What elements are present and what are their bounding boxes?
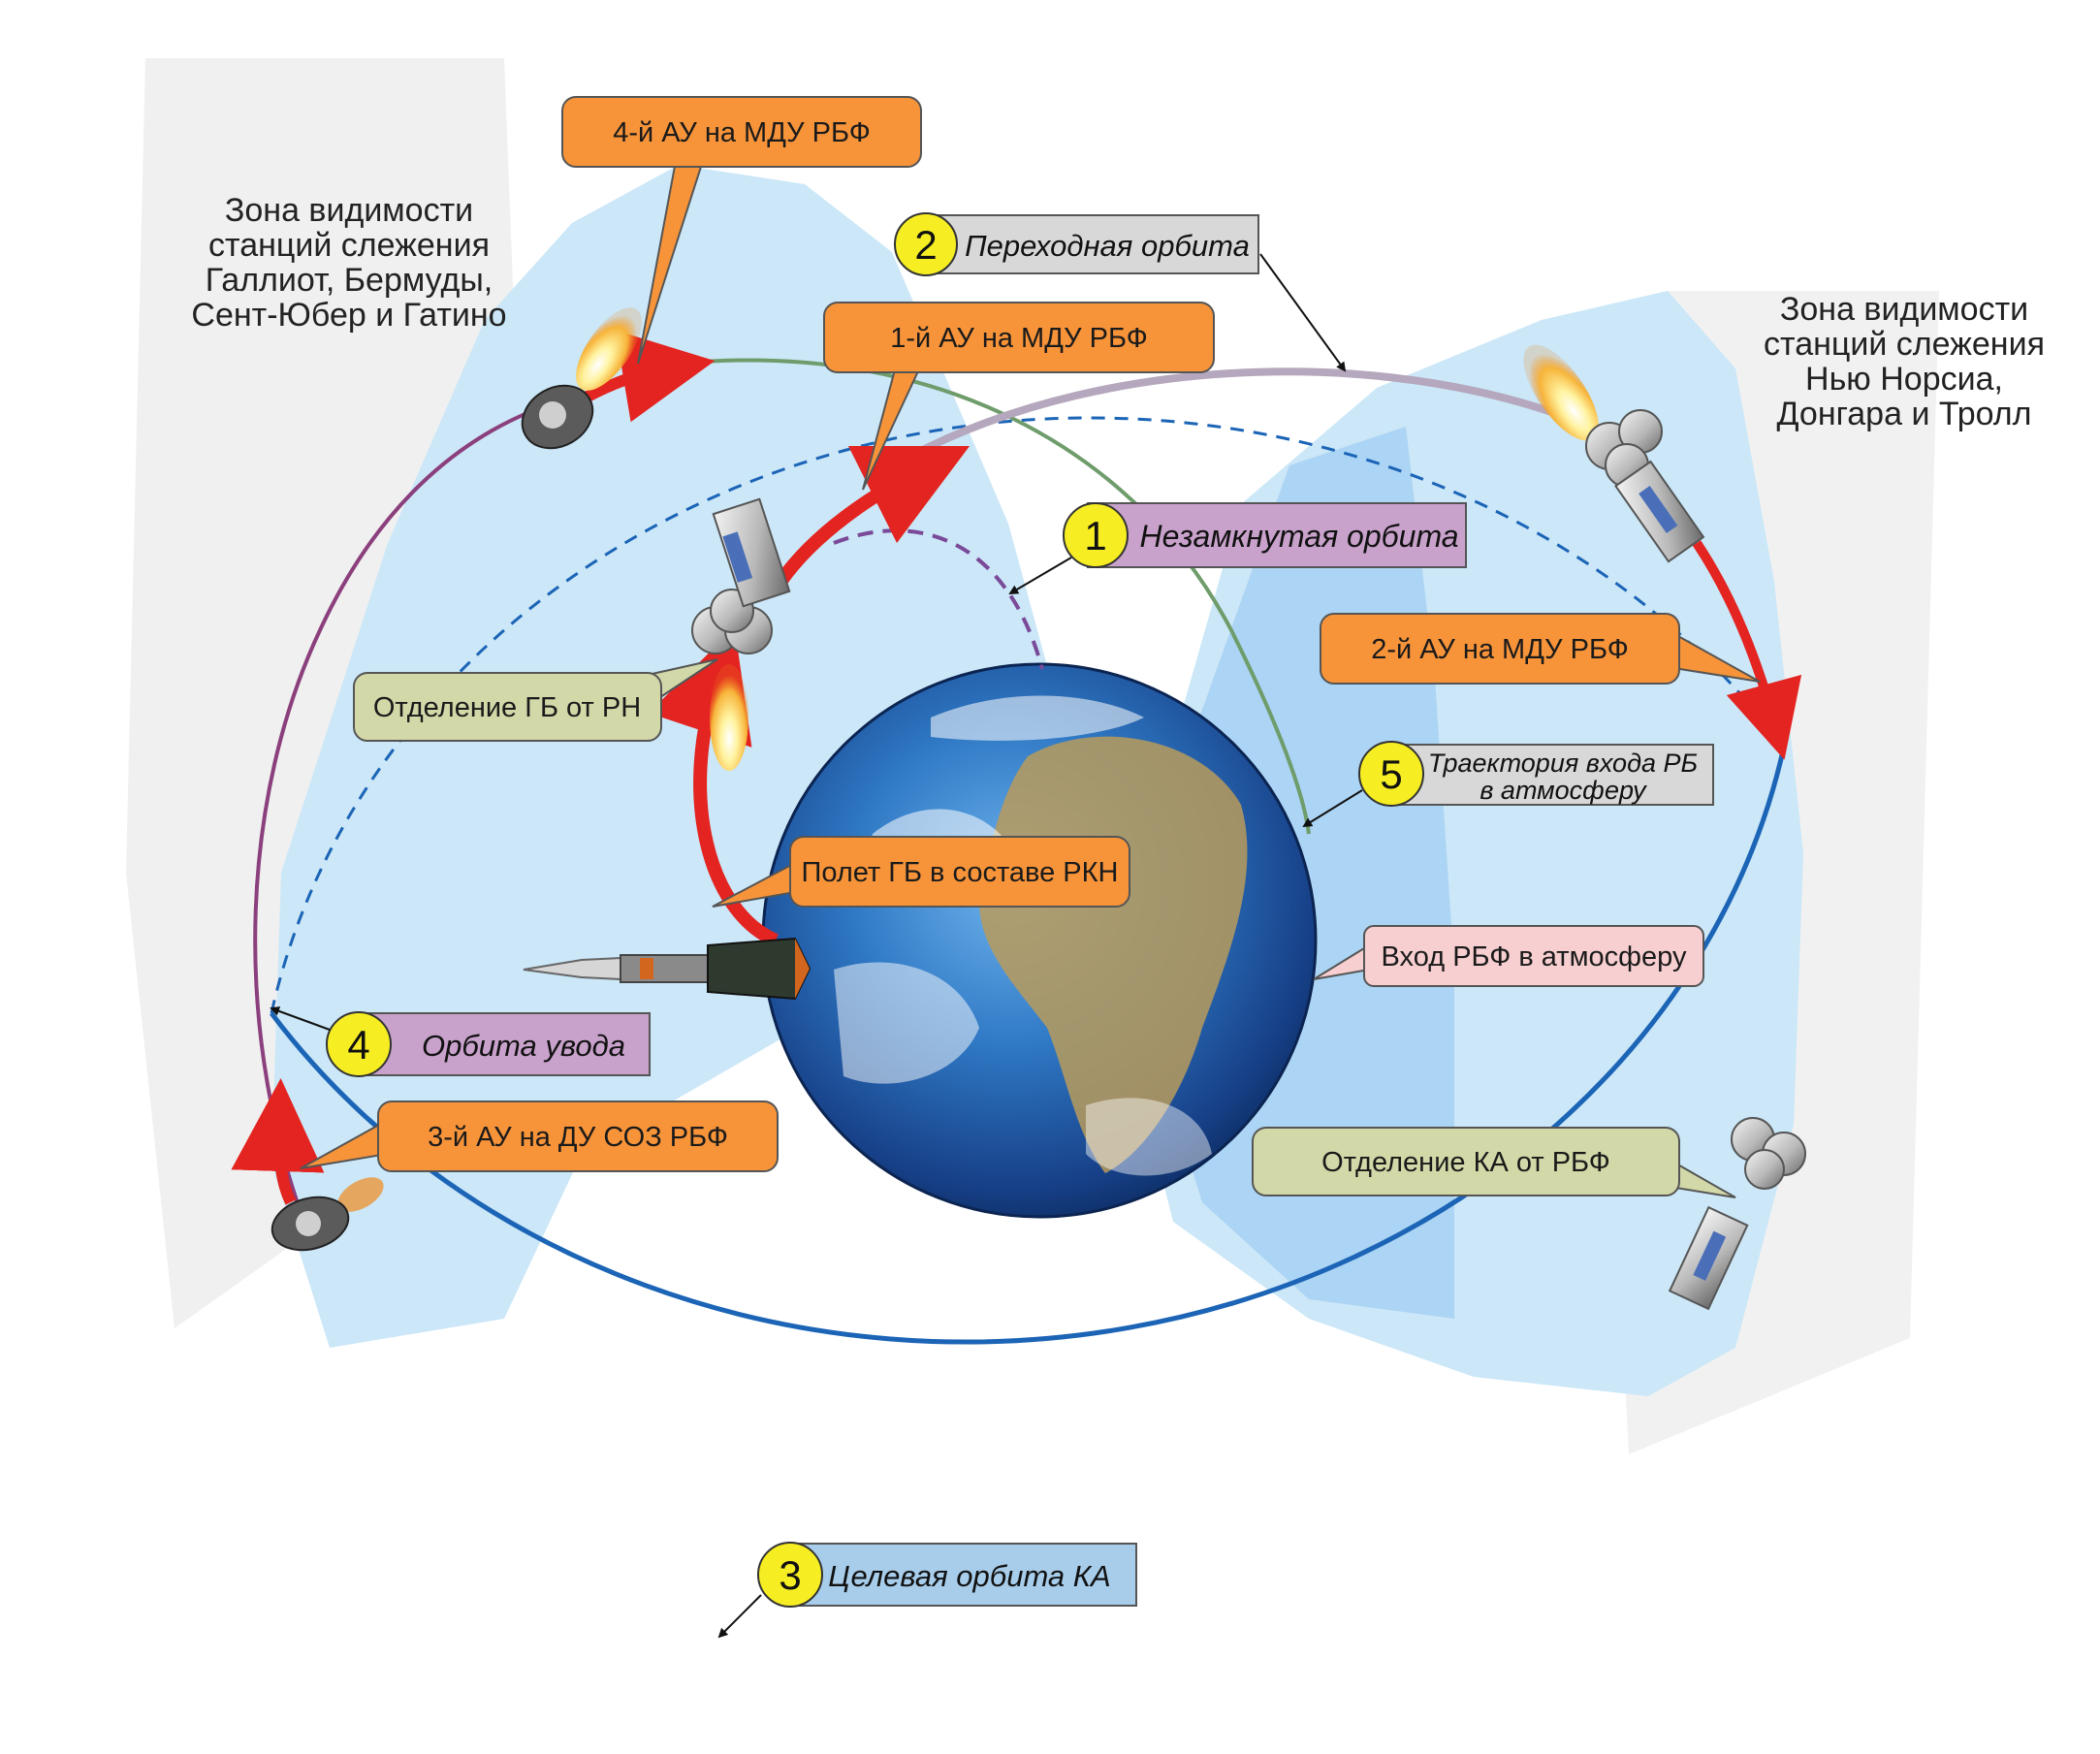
left-zone-line-1: Зона видимости [225,192,473,229]
svg-text:1: 1 [1084,513,1106,558]
left-zone-line-2: станций слежения [208,227,490,264]
burn1-arrow [775,445,970,587]
upper-stage-separation-icon [691,497,791,771]
label-4-disposal-orbit: 4 Орбита увода [326,1011,651,1077]
pointer-transfer-orbit [1259,253,1347,372]
pointer-target-orbit [717,1594,762,1639]
callout-separation-gb: Отделение ГБ от РН [353,658,718,742]
callout-flight-gb: Полет ГБ в составе РКН [712,836,1130,908]
svg-text:2: 2 [914,222,937,268]
target-orbit-dashed [270,416,1786,1014]
svg-text:4: 4 [347,1022,369,1068]
svg-text:Траектория входа РБ: Траектория входа РБ [1428,749,1698,778]
callout-burn3: 3-й АУ на ДУ СОЗ РБФ [300,1100,779,1172]
svg-text:Орбита увода: Орбита увода [422,1029,625,1063]
transfer-orbit [909,367,1592,460]
right-zone-line-2: станций слежения [1764,326,2045,363]
svg-text:5: 5 [1380,751,1402,797]
callout-separation-ka: Отделение КА от РБФ [1252,1127,1736,1198]
launch-vehicle-icon [523,937,811,1001]
label-5-entry-trajectory: 5 Траектория входа РБ в атмосферу [1358,741,1714,807]
callout-burn1: 1-й АУ на МДУ РБФ [823,302,1215,491]
left-zone-line-4: Сент-Юбер и Гатино [191,297,506,334]
pointer-entry-trajectory [1302,789,1363,828]
stage-burn3-icon [270,1177,384,1252]
svg-text:Отделение ГБ от РН: Отделение ГБ от РН [373,692,641,723]
target-orbit-solid [270,746,1787,1345]
pointer-open-orbit [1008,557,1072,595]
svg-text:Целевая орбита КА: Целевая орбита КА [828,1559,1111,1593]
callout-burn4: 4-й АУ на МДУ РБФ [561,96,922,365]
svg-text:Отделение КА от РБФ: Отделение КА от РБФ [1321,1147,1610,1178]
svg-text:2-й АУ на МДУ РБФ: 2-й АУ на МДУ РБФ [1371,634,1629,665]
label-2-transfer-orbit: 2 Переходная орбита [894,212,1259,276]
launch-arrow [649,626,779,947]
callout-entry: Вход РБФ в атмосферу [1313,925,1704,987]
label-1-open-orbit: 1 Незамкнутая орбита [1063,502,1467,568]
disposal-orbit [253,396,573,1213]
right-zone-line-3: Нью Норсиа, [1805,361,2003,398]
pointer-disposal-orbit [270,1006,331,1031]
left-zone-line-3: Галлиот, Бермуды, [206,262,493,299]
right-zone-line-1: Зона видимости [1780,291,2028,328]
stage-burn2-icon [1523,344,1705,563]
burn3-arrow [231,1078,325,1205]
svg-text:Полет ГБ в составе РКН: Полет ГБ в составе РКН [801,857,1118,888]
svg-text:Вход РБФ в атмосферу: Вход РБФ в атмосферу [1382,941,1687,973]
svg-text:Переходная орбита: Переходная орбита [965,229,1250,263]
spacecraft-separation-icon [1668,1117,1806,1311]
svg-text:3: 3 [779,1552,801,1598]
burn2-arrow [1692,540,1802,760]
svg-text:в атмосферу: в атмосферу [1480,776,1647,805]
svg-text:3-й АУ на ДУ СОЗ РБФ: 3-й АУ на ДУ СОЗ РБФ [428,1122,728,1153]
label-3-target-orbit: 3 Целевая орбита КА [757,1542,1137,1608]
svg-text:4-й АУ на МДУ РБФ: 4-й АУ на МДУ РБФ [613,117,871,148]
earth [761,662,1318,1219]
callout-burn2: 2-й АУ на МДУ РБФ [1320,613,1761,685]
svg-text:Незамкнутая орбита: Незамкнутая орбита [1139,519,1458,554]
right-zone-line-4: Донгара и Тролл [1777,396,2032,432]
stage-burn4-icon [521,307,642,450]
svg-text:1-й АУ на МДУ РБФ: 1-й АУ на МДУ РБФ [890,323,1148,354]
